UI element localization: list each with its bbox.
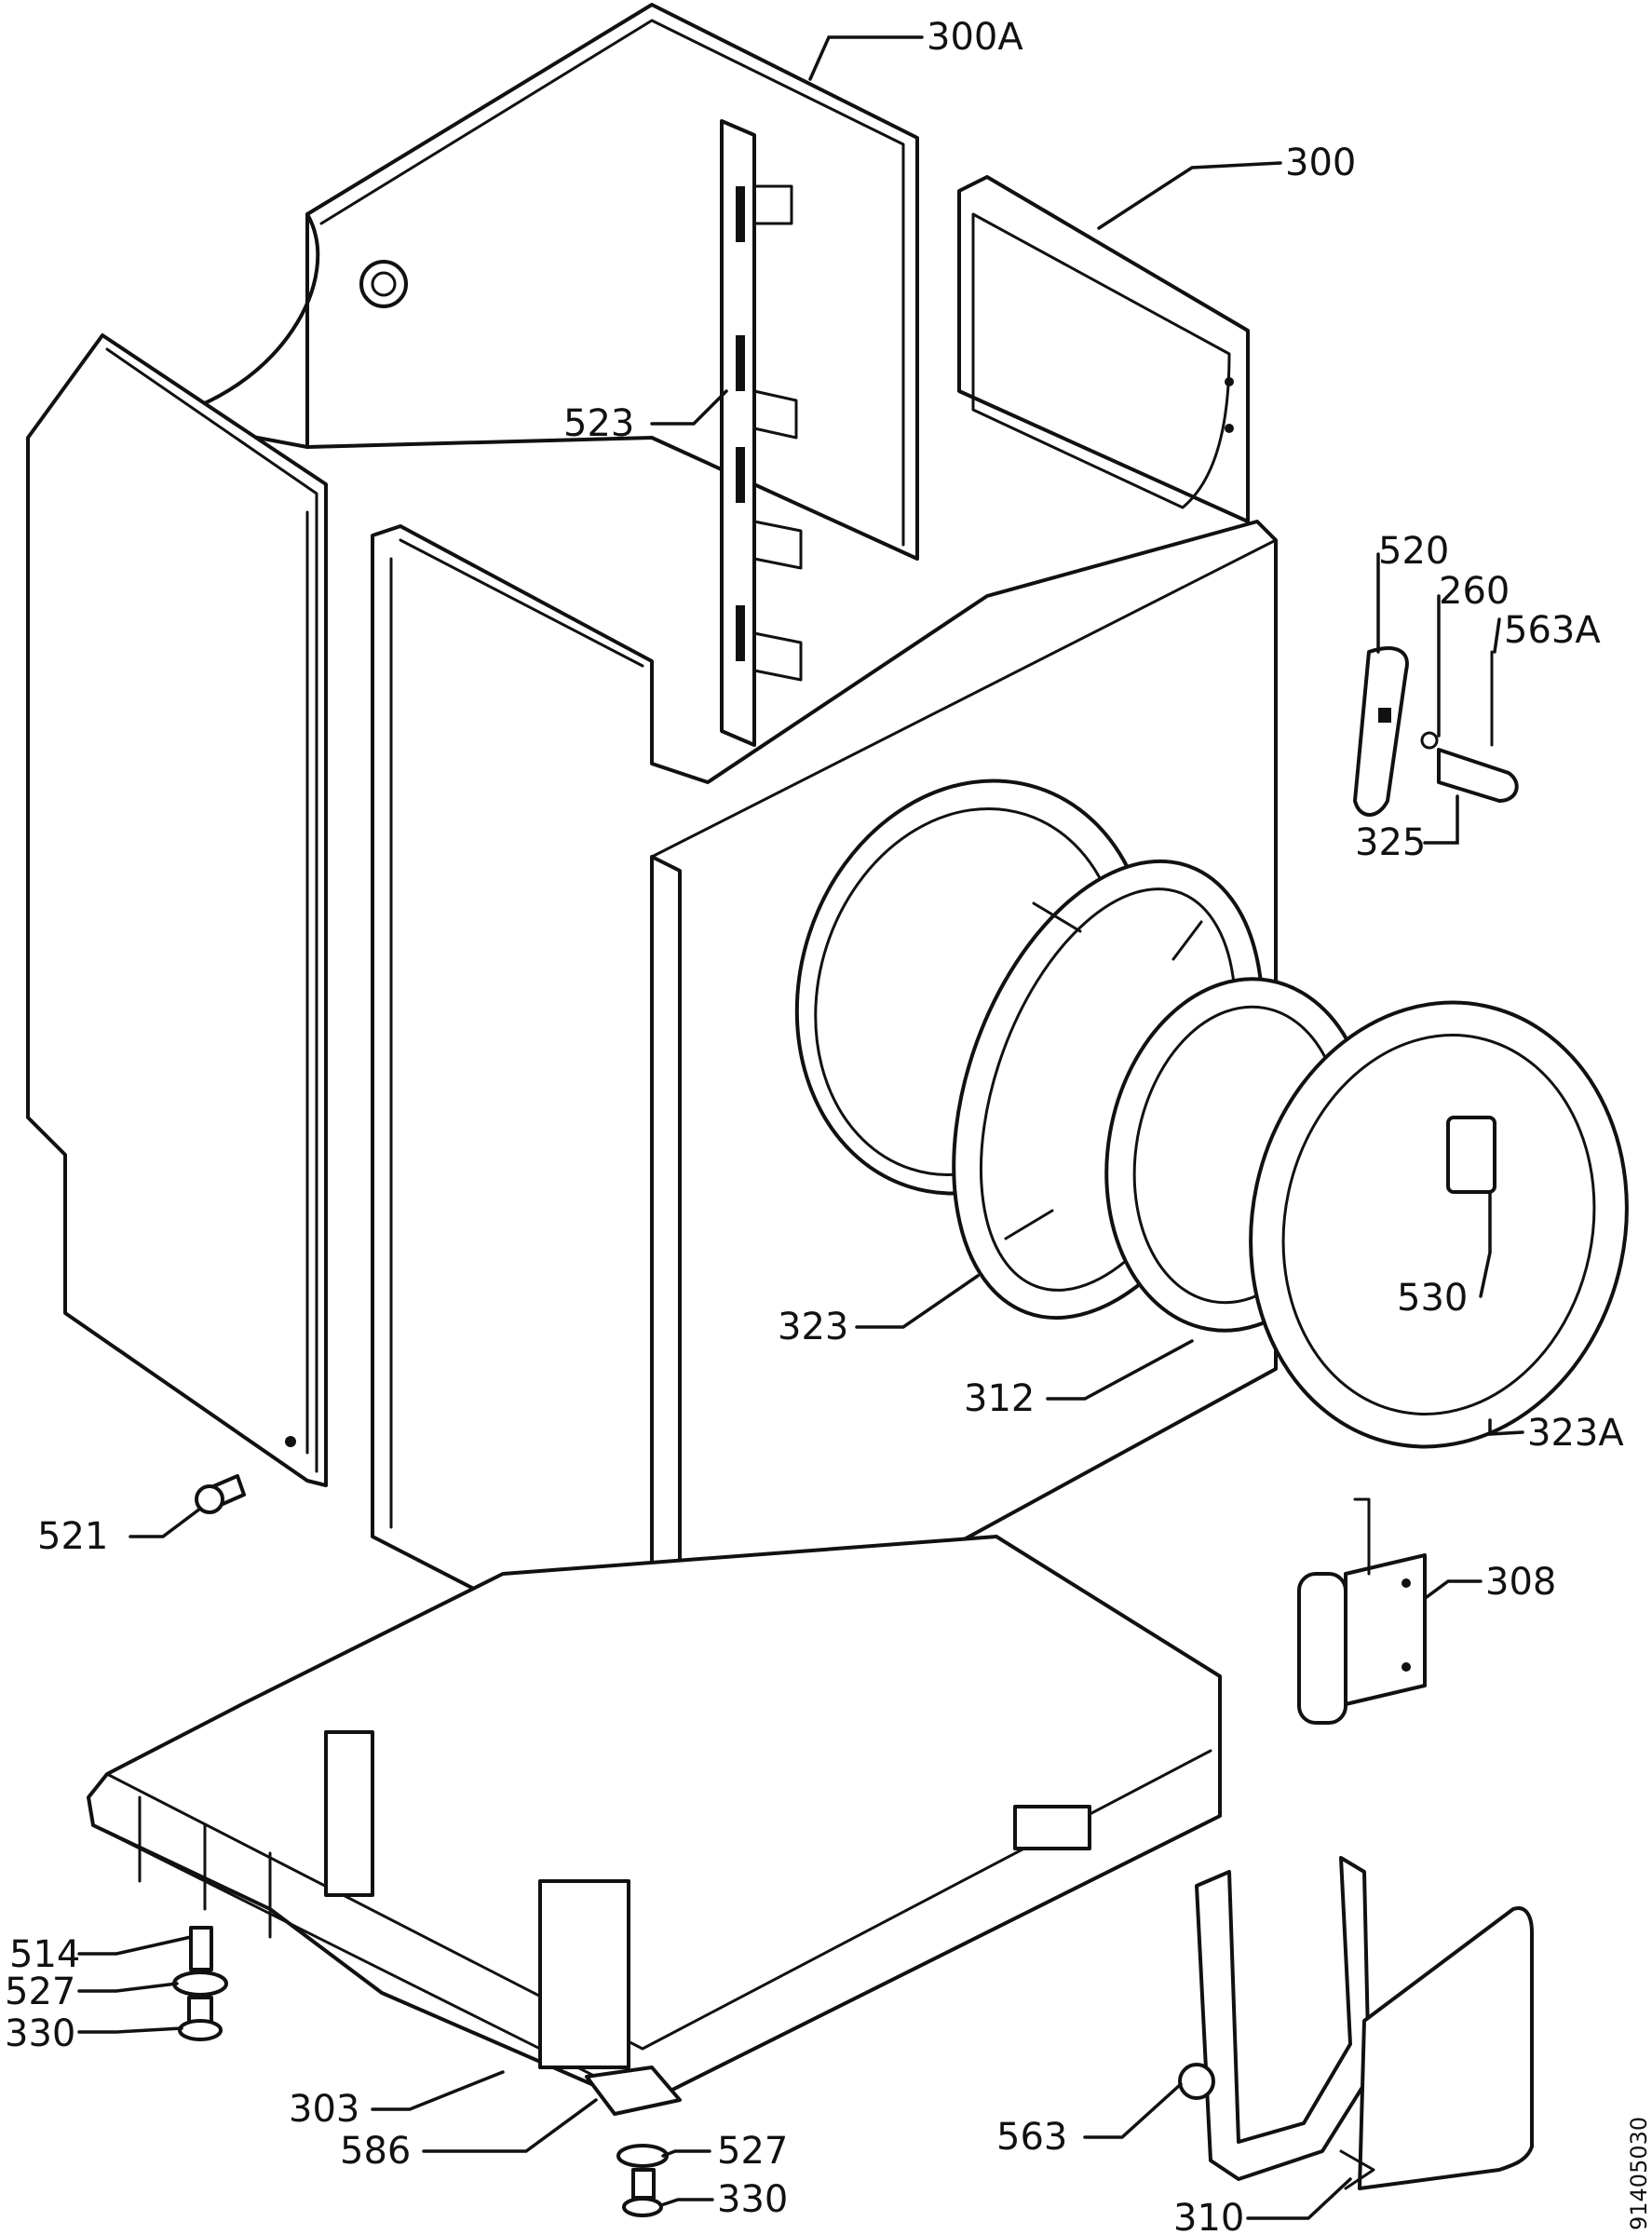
- leader-530: [1479, 1190, 1492, 1298]
- flap-bracket: [1178, 1856, 1371, 2181]
- leader-303: [371, 2070, 505, 2111]
- base-frame: [87, 1535, 1222, 2106]
- leader-523: [650, 389, 728, 426]
- door-lock-parts: [1353, 646, 1519, 817]
- leader-323: [855, 1274, 980, 1329]
- left-side-panel: [26, 333, 328, 1487]
- leader-527a: [77, 1982, 179, 1993]
- callout-310: 310: [1173, 2197, 1244, 2235]
- leader-300A: [808, 35, 924, 81]
- callout-523: 523: [563, 402, 634, 445]
- callout-563: 563: [996, 2116, 1067, 2159]
- leader-310: [1246, 2177, 1352, 2220]
- service-flap: [1339, 1906, 1534, 2190]
- leader-300: [1097, 161, 1282, 230]
- leader-312: [1046, 1339, 1194, 1401]
- callout-521: 521: [37, 1515, 108, 1558]
- leader-527b: [661, 2149, 711, 2158]
- callout-308: 308: [1485, 1561, 1556, 1604]
- callout-303: 303: [289, 2088, 359, 2131]
- callout-330b: 330: [717, 2178, 788, 2221]
- callout-530: 530: [1397, 1277, 1468, 1320]
- callout-520: 520: [1378, 530, 1449, 573]
- callout-563A: 563A: [1504, 609, 1601, 652]
- leader-563: [1083, 2082, 1183, 2139]
- leader-lines: [77, 35, 1524, 2220]
- callout-260: 260: [1439, 570, 1510, 613]
- leader-330a: [77, 2026, 183, 2034]
- callout-300A: 300A: [927, 16, 1023, 59]
- foot-right: [585, 2066, 682, 2217]
- side-frame: [957, 175, 1250, 523]
- callout-300: 300: [1285, 142, 1356, 184]
- callout-330a: 330: [5, 2012, 75, 2055]
- callout-312: 312: [964, 1377, 1035, 1420]
- callout-514: 514: [9, 1933, 80, 1976]
- screw-521: [195, 1474, 246, 1514]
- callout-586: 586: [340, 2130, 411, 2173]
- leader-586: [422, 2098, 598, 2153]
- callouts: 300A 300 523 520 260 563A 325 323 530 31…: [5, 16, 1652, 2235]
- callout-323A: 323A: [1527, 1412, 1624, 1455]
- callout-323: 323: [778, 1306, 848, 1348]
- callout-527a: 527: [5, 1971, 75, 2013]
- door-outer-ring: [1249, 1000, 1629, 1449]
- drawing-number: 91405030: [1626, 2117, 1652, 2230]
- rear-cabinet-frame: [156, 3, 919, 561]
- leader-308: [1425, 1579, 1483, 1599]
- foot-left: [172, 1926, 228, 2041]
- leader-514: [77, 1935, 193, 1956]
- leader-563A: [1493, 617, 1501, 654]
- leader-323A: [1488, 1418, 1524, 1436]
- leader-325: [1423, 794, 1459, 845]
- leader-330b: [659, 2198, 714, 2207]
- callout-325: 325: [1355, 821, 1426, 864]
- leader-521: [129, 1507, 202, 1538]
- door-hinge: [1297, 1497, 1427, 1725]
- callout-527b: 527: [717, 2130, 788, 2173]
- cable-rail: [720, 119, 803, 747]
